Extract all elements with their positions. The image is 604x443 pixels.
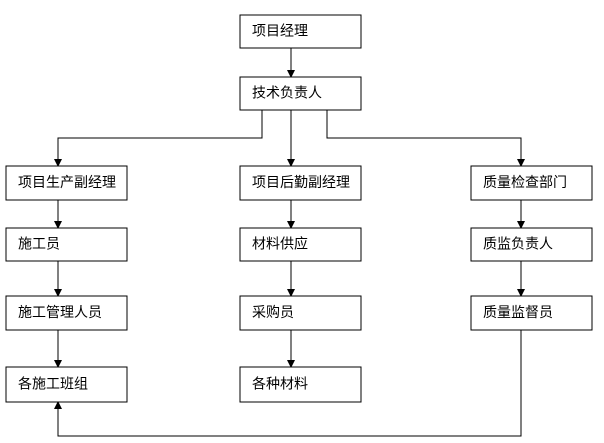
- edge-tech-lead-to-quality-dept: [326, 110, 525, 167]
- node-label: 采购员: [252, 305, 294, 321]
- node-label: 技术负责人: [252, 86, 322, 102]
- node-label: 质监负责人: [483, 237, 553, 253]
- node-label: 项目生产副经理: [18, 175, 116, 191]
- node-work-teams: 各施工班组: [5, 366, 128, 403]
- node-label: 施工员: [18, 237, 60, 253]
- node-quality-lead: 质监负责人: [470, 227, 593, 262]
- node-label: 施工管理人员: [18, 305, 102, 321]
- edge-tech-lead-to-prod-deputy: [54, 110, 263, 167]
- node-label: 材料供应: [252, 236, 308, 253]
- node-label: 质量监督员: [483, 305, 553, 321]
- node-technical-lead: 技术负责人: [239, 76, 362, 111]
- node-quality-supervisor: 质量监督员: [470, 295, 593, 331]
- node-logistics-deputy: 项目后勤副经理: [239, 165, 362, 201]
- node-label: 各种材料: [252, 377, 308, 393]
- node-project-manager: 项目经理: [239, 14, 362, 49]
- node-label: 项目后勤副经理: [252, 175, 350, 191]
- node-materials-supply: 材料供应: [239, 227, 362, 262]
- node-construction-staff: 施工员: [5, 227, 128, 262]
- node-construction-management: 施工管理人员: [5, 295, 128, 331]
- node-label: 项目经理: [252, 24, 308, 40]
- node-label: 各施工班组: [18, 377, 88, 393]
- edge-quality-supervisor-to-work-teams: [54, 330, 522, 437]
- node-purchaser: 采购员: [239, 295, 362, 331]
- node-label: 质量检查部门: [483, 175, 567, 191]
- node-quality-dept: 质量检查部门: [470, 165, 593, 201]
- node-materials: 各种材料: [239, 366, 362, 403]
- connectors: [54, 48, 525, 437]
- node-production-deputy: 项目生产副经理: [5, 165, 128, 201]
